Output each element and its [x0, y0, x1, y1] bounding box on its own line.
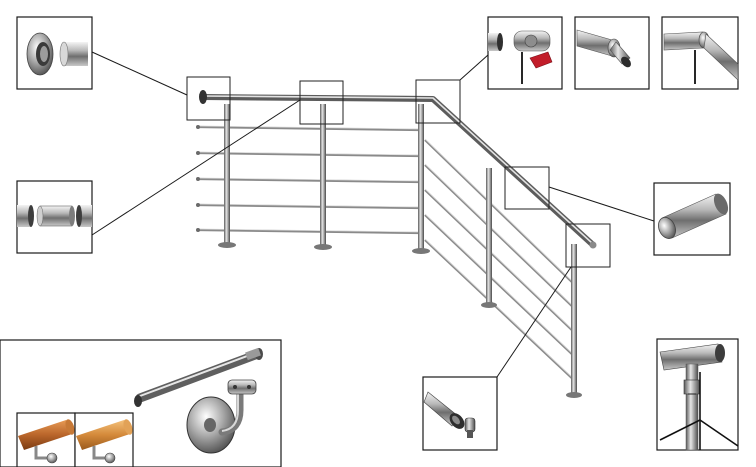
end-cap-icon — [26, 32, 88, 76]
leader-lines — [91, 51, 658, 378]
inset-post-top-saddle — [422, 376, 498, 451]
wood-rail-icon — [76, 419, 133, 464]
wall-mounted-handrail — [134, 347, 263, 407]
inset-rounded-end-cap — [653, 182, 731, 256]
callout-boxes — [186, 76, 611, 268]
elbow-joint-icon — [488, 30, 553, 84]
wall-bracket-icon — [186, 379, 257, 454]
inset-wall-end-cap — [16, 16, 93, 90]
saddle-icon — [423, 391, 476, 438]
post-icon — [659, 343, 739, 451]
inset-wood-rail-1 — [16, 412, 76, 467]
wall-end-disc — [199, 90, 207, 104]
inset-straight-connector — [16, 180, 93, 254]
inset-angle-elbow — [487, 16, 563, 90]
wood-rail-icon — [18, 419, 75, 464]
horizontal-rods — [197, 125, 421, 235]
panel-wall-handrail — [0, 339, 282, 467]
top-handrail — [199, 90, 597, 249]
connector-icon — [17, 205, 92, 227]
inclined-rods — [424, 139, 577, 383]
adjustable-elbow-icon — [663, 31, 739, 84]
inset-adjustable-elbow-2 — [661, 16, 739, 90]
adjustable-elbow-icon — [576, 29, 631, 68]
main-railing — [196, 90, 597, 398]
posts — [218, 104, 582, 398]
rounded-cap-icon — [658, 193, 729, 239]
inset-wood-rail-2 — [74, 412, 134, 467]
inset-adjustable-elbow-1 — [574, 16, 650, 90]
inset-post-connection — [656, 338, 739, 451]
